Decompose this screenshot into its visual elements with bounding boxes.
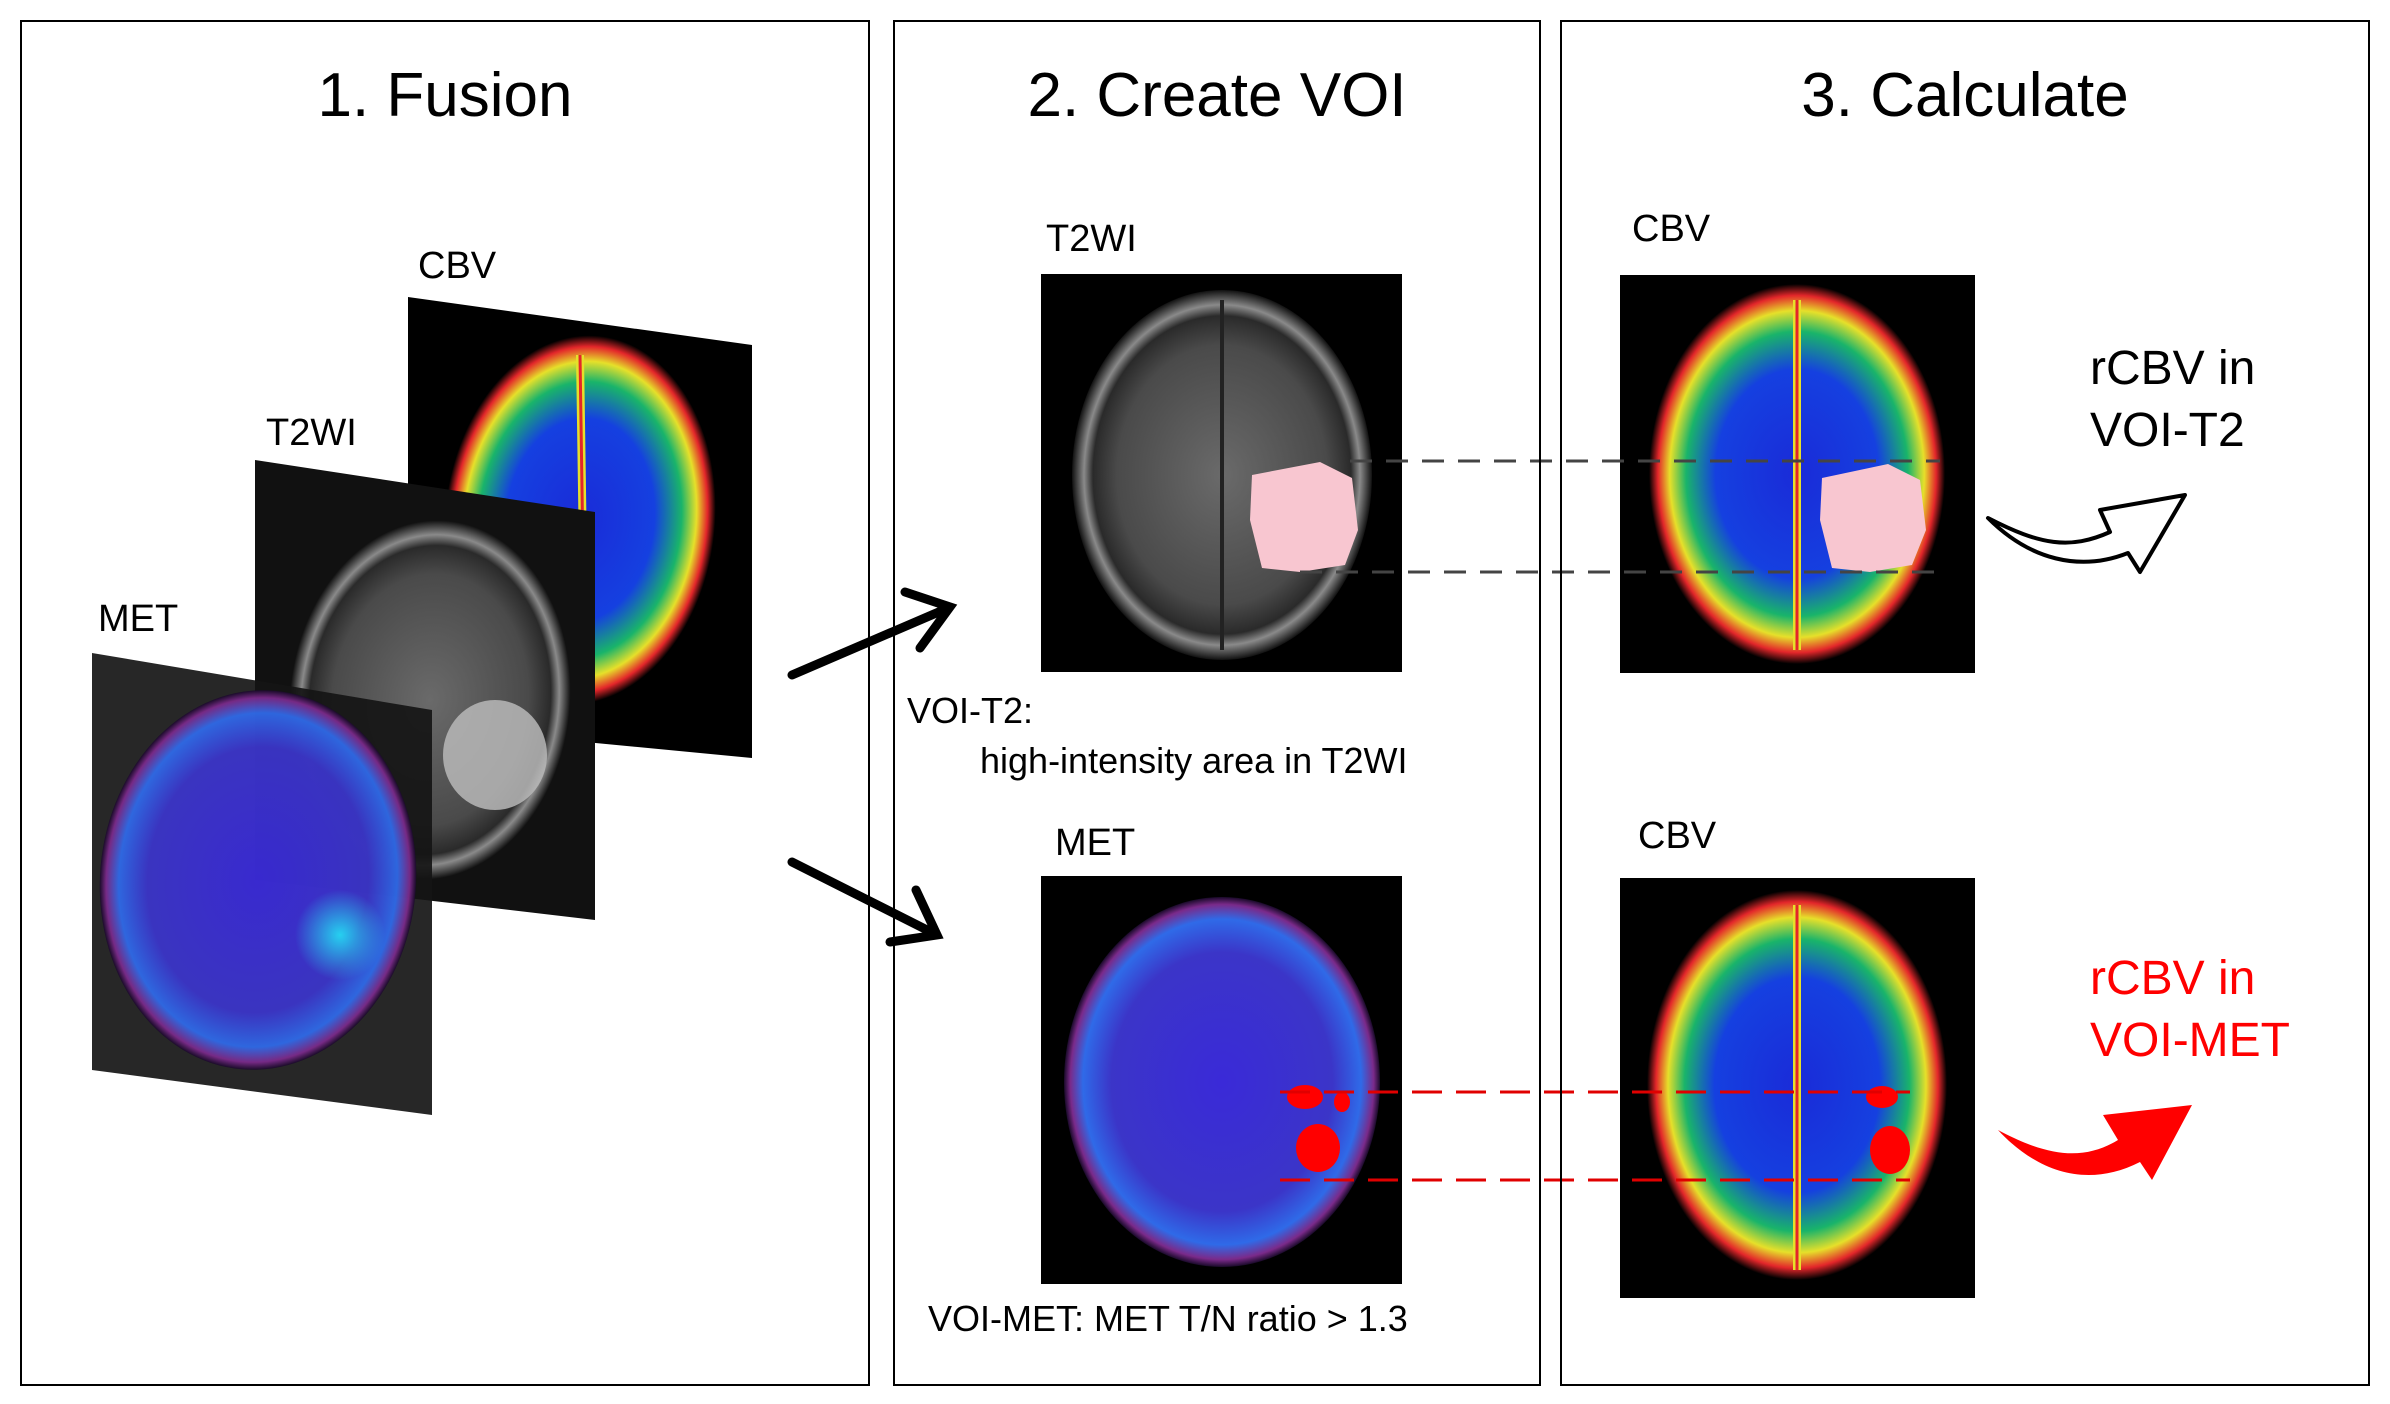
guide-lines-met — [1280, 1090, 1910, 1182]
curved-arrow-red-icon — [1998, 1105, 2192, 1180]
arrow-up-right-icon — [787, 587, 958, 680]
arrow-down-right-icon — [787, 857, 944, 947]
cbv-top-label: CBV — [1632, 208, 1711, 250]
voi-t2-region — [1250, 462, 1358, 572]
cbv-voi-t2-overlay — [1820, 464, 1926, 572]
cbv-bottom-label: CBV — [1638, 815, 1717, 857]
result-voi-met-line2: VOI-MET — [2090, 1014, 2290, 1067]
t2wi-image — [1041, 274, 1402, 672]
voi-met-spot-2 — [1296, 1124, 1340, 1172]
panel-create-voi: 2. Create VOI — [893, 20, 1541, 1386]
t2wi-slab-label: T2WI — [266, 412, 357, 454]
fusion-stack — [92, 297, 752, 1115]
voi-t2-caption-line2: high-intensity area in T2WI — [980, 740, 1408, 781]
met-slab-label: MET — [98, 598, 179, 640]
curved-arrow-outline-icon — [1986, 493, 2187, 574]
result-voi-t2-line1: rCBV in — [2090, 342, 2256, 395]
cbv-image-bottom — [1620, 878, 1975, 1298]
panel-calculate: 3. Calculate — [1560, 20, 2370, 1386]
result-voi-met-line1: rCBV in — [2090, 952, 2256, 1005]
cbv-slab-label: CBV — [418, 245, 497, 287]
result-voi-t2-line2: VOI-T2 — [2090, 404, 2245, 457]
panel-create-voi-title: 2. Create VOI — [1027, 61, 1407, 130]
met-image-label: MET — [1055, 822, 1136, 864]
panel-fusion: 1. Fusion — [20, 20, 870, 1386]
cbv-voi-met-spot-2 — [1870, 1126, 1910, 1174]
voi-t2-caption-line1: VOI-T2: — [907, 690, 1034, 731]
voi-met-caption: VOI-MET: MET T/N ratio > 1.3 — [928, 1298, 1408, 1339]
panel-calculate-title: 3. Calculate — [1801, 61, 2129, 130]
guide-lines-t2 — [1300, 459, 1940, 574]
cbv-image-top — [1620, 275, 1975, 673]
panel-fusion-title: 1. Fusion — [317, 61, 573, 130]
met-image — [1041, 876, 1402, 1284]
t2wi-image-label: T2WI — [1046, 218, 1137, 260]
